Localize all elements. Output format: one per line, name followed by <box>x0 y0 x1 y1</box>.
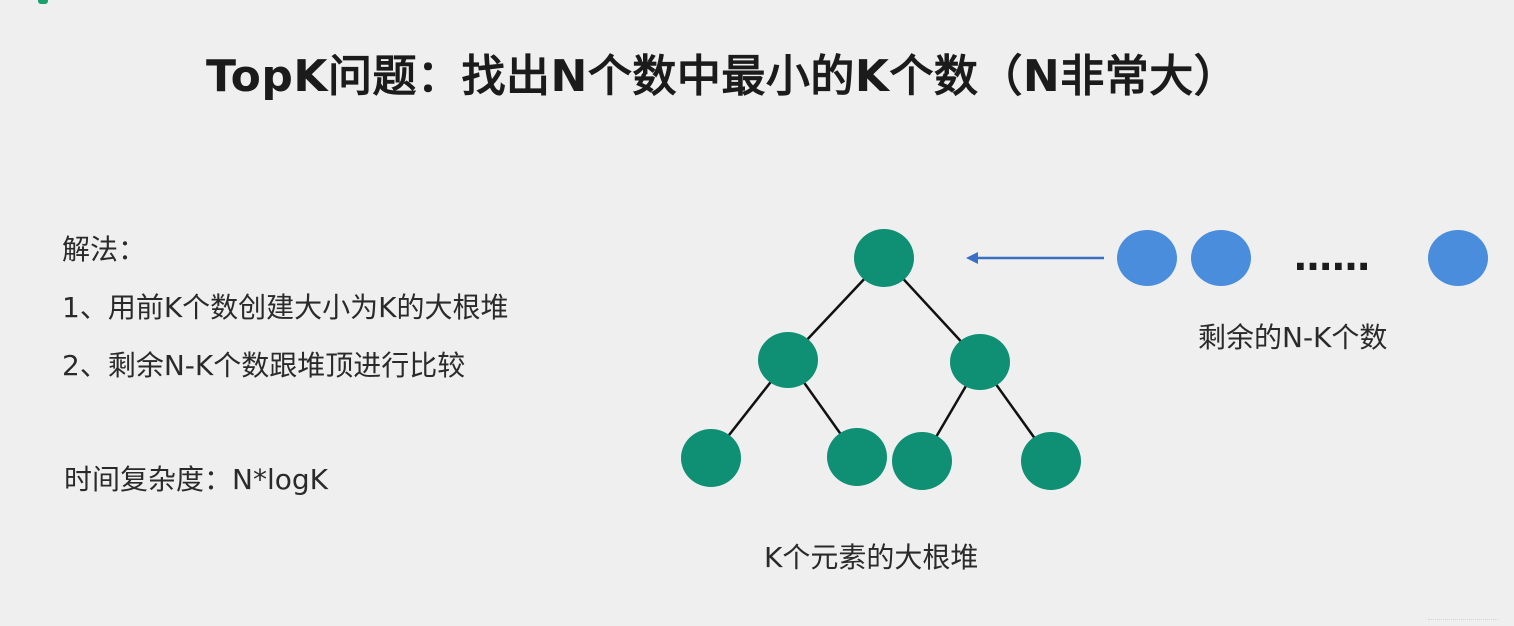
incoming-arrow <box>966 252 1104 264</box>
remaining-number-node-last <box>1428 230 1488 286</box>
page-title: TopK问题：找出N个数中最小的K个数（N非常大） <box>206 51 1239 102</box>
remaining-number-nodes: …… <box>1117 230 1488 286</box>
arrow-head <box>966 252 978 264</box>
remaining-number-node-1 <box>1117 230 1177 286</box>
accent-mark <box>38 0 48 4</box>
heap-node-root <box>854 229 914 287</box>
remaining-numbers-caption: 剩余的N-K个数 <box>1198 321 1388 354</box>
heap-node-left-right <box>827 428 887 486</box>
heap-nodes <box>681 229 1081 490</box>
heap-node-left <box>758 332 818 388</box>
heap-node-left-left <box>681 429 741 487</box>
method-heading: 解法： <box>62 233 147 266</box>
heap-caption: K个元素的大根堆 <box>764 541 979 574</box>
remaining-number-node-2 <box>1191 230 1251 286</box>
method-step-2: 2、剩余N-K个数跟堆顶进行比较 <box>62 349 466 382</box>
remaining-ellipsis: …… <box>1294 235 1370 279</box>
heap-node-right <box>950 334 1010 390</box>
method-step-1: 1、用前K个数创建大小为K的大根堆 <box>62 291 509 324</box>
time-complexity: 时间复杂度：N*logK <box>64 463 328 496</box>
heap-node-right-right <box>1021 432 1081 490</box>
watermark <box>1428 609 1498 620</box>
heap-node-right-left <box>892 432 952 490</box>
